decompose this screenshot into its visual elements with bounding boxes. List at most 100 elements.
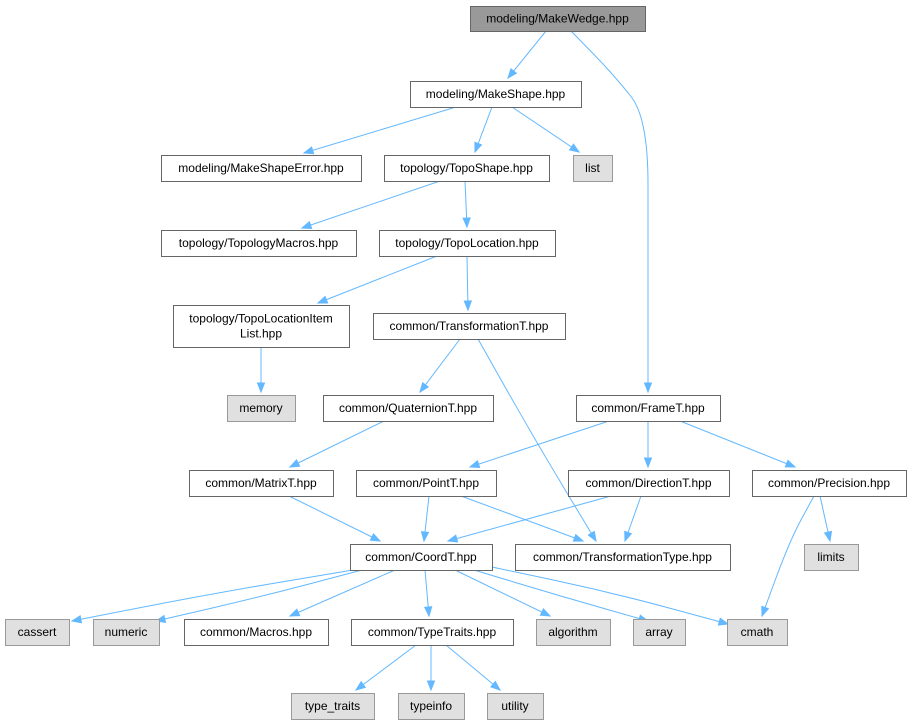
node-cassert[interactable]: cassert <box>5 619 70 646</box>
edge-arrowhead <box>70 615 83 624</box>
node-label: List.hpp <box>240 327 282 341</box>
node-box <box>633 619 686 646</box>
edge-n22-n26 <box>354 644 417 691</box>
node-box <box>573 155 613 182</box>
node-type-traits[interactable]: type_traits <box>291 693 375 720</box>
node-common-transformationtype-hpp[interactable]: common/TransformationType.hpp <box>515 544 731 571</box>
node-label: common/CoordT.hpp <box>365 550 477 564</box>
node-array[interactable]: array <box>633 619 686 646</box>
edge-line <box>511 106 580 153</box>
node-label: cassert <box>18 625 57 639</box>
edge-n1-n2 <box>302 106 457 155</box>
node-common-directiont-hpp[interactable]: common/DirectionT.hpp <box>568 470 730 497</box>
edge-n22-n27 <box>426 645 436 692</box>
node-common-transformationt-hpp[interactable]: common/TransformationT.hpp <box>373 313 566 340</box>
node-label: algorithm <box>548 625 597 639</box>
node-memory[interactable]: memory <box>227 395 296 422</box>
node-list[interactable]: list <box>573 155 613 182</box>
edge-arrowhead <box>539 608 552 617</box>
edge-line <box>460 495 584 542</box>
node-modeling-makewedge-hpp[interactable]: modeling/MakeWedge.hpp <box>470 6 646 32</box>
edge-arrowhead <box>572 533 585 542</box>
edge-line <box>317 255 438 304</box>
node-limits[interactable]: limits <box>804 544 859 571</box>
node-modeling-makeshape-hpp[interactable]: modeling/MakeShape.hpp <box>410 81 582 108</box>
node-common-quaterniont-hpp[interactable]: common/QuaternionT.hpp <box>323 395 494 422</box>
node-common-precision-hpp[interactable]: common/Precision.hpp <box>752 470 907 497</box>
node-label: topology/TopoShape.hpp <box>400 161 533 175</box>
node-algorithm[interactable]: algorithm <box>536 619 611 646</box>
node-typeinfo[interactable]: typeinfo <box>398 693 465 720</box>
node-box <box>161 155 362 182</box>
node-common-pointt-hpp[interactable]: common/PointT.hpp <box>356 470 497 497</box>
edge-line <box>155 569 363 622</box>
edge-n1-n4 <box>511 106 581 153</box>
node-box <box>410 81 582 108</box>
edge-arrowhead <box>420 531 430 543</box>
node-box <box>576 395 721 422</box>
node-box <box>351 619 514 646</box>
edge-arrowhead <box>462 217 471 229</box>
node-box <box>752 470 907 497</box>
edge-line <box>288 495 381 542</box>
node-box <box>323 395 494 422</box>
node-label: topology/TopoLocationItem <box>189 312 332 326</box>
edge-n15-n18 <box>819 495 833 543</box>
edge-arrowhead <box>463 300 473 312</box>
edge-n12-n16 <box>288 495 382 542</box>
edge-n15-n25 <box>761 495 815 618</box>
edge-arrowhead <box>468 459 481 469</box>
node-label: array <box>645 625 672 639</box>
node-topology-topologymacros-hpp[interactable]: topology/TopologyMacros.hpp <box>161 230 357 257</box>
edge-line <box>570 30 649 392</box>
edge-arrowhead <box>568 143 581 153</box>
edge-line <box>303 106 457 154</box>
node-box <box>470 6 646 32</box>
edge-n1-n3 <box>474 106 493 154</box>
node-box <box>189 470 334 497</box>
node-label: common/DirectionT.hpp <box>585 476 711 490</box>
edge-arrowhead <box>426 680 436 692</box>
node-common-typetraits-hpp[interactable]: common/TypeTraits.hpp <box>351 619 514 646</box>
edge-line <box>761 495 815 617</box>
node-box <box>487 693 544 720</box>
node-common-matrixt-hpp[interactable]: common/MatrixT.hpp <box>189 470 334 497</box>
node-box <box>536 619 611 646</box>
edge-n14-n17 <box>624 495 642 543</box>
edge-n22-n28 <box>445 644 502 691</box>
node-label: limits <box>817 550 844 564</box>
edge-line <box>71 569 354 622</box>
node-utility[interactable]: utility <box>487 693 544 720</box>
node-topology-topolocation-hpp[interactable]: topology/TopoLocation.hpp <box>379 230 556 257</box>
edge-n13-n17 <box>460 495 585 542</box>
node-common-macros-hpp[interactable]: common/Macros.hpp <box>184 619 329 646</box>
edge-n0-n1 <box>507 30 547 80</box>
node-label: common/TransformationType.hpp <box>533 550 712 564</box>
edge-line <box>289 569 396 617</box>
edge-n16-n21 <box>288 569 396 617</box>
node-numeric[interactable]: numeric <box>93 619 160 646</box>
edge-line <box>679 420 796 468</box>
node-cmath[interactable]: cmath <box>727 619 788 646</box>
node-label: type_traits <box>305 699 360 713</box>
edge-arrowhead <box>474 141 483 154</box>
node-topology-toposhape-hpp[interactable]: topology/TopoShape.hpp <box>384 155 550 182</box>
edge-arrowhead <box>256 382 266 394</box>
edge-arrowhead <box>288 459 301 468</box>
node-common-coordt-hpp[interactable]: common/CoordT.hpp <box>350 544 493 571</box>
edge-arrowhead <box>316 295 329 304</box>
node-label: list <box>585 161 600 175</box>
node-label: common/PointT.hpp <box>373 476 479 490</box>
node-label: modeling/MakeShape.hpp <box>426 87 566 101</box>
edge-arrowhead <box>624 530 633 543</box>
node-box <box>350 544 493 571</box>
node-modeling-makeshapeerror-hpp[interactable]: modeling/MakeShapeError.hpp <box>161 155 362 182</box>
node-common-framet-hpp[interactable]: common/FrameT.hpp <box>576 395 721 422</box>
node-box <box>93 619 160 646</box>
edge-n6-n7 <box>316 255 438 304</box>
edge-n10-n12 <box>288 420 385 468</box>
edge-arrowhead <box>761 605 770 618</box>
edge-arrowhead <box>643 382 653 394</box>
